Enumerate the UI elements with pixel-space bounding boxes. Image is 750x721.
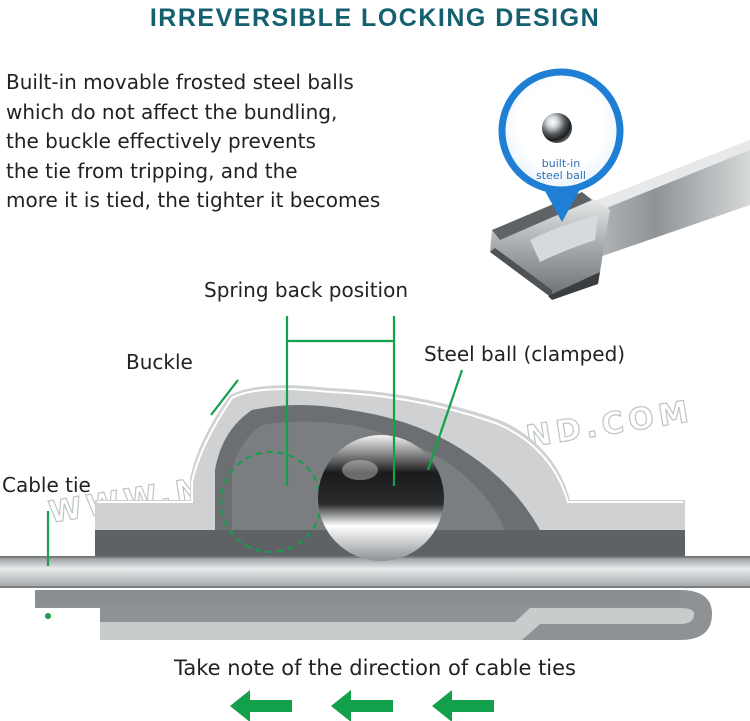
intro-line: the buckle effectively prevents [6,129,316,153]
guide-lines [46,316,464,566]
intro-line: which do not affect the bundling, [6,99,338,124]
tie-product-photo [490,140,750,300]
intro-line: the tie from tripping, and the [6,158,298,183]
cable-tie-cross-section [0,556,750,640]
intro-line: Built-in movable frosted steel balls [6,70,354,94]
cable-tie-label: Cable tie [2,473,91,497]
arrow-left-icon [331,690,393,721]
steel-ball-callout [498,68,624,222]
arrow-left-icon [230,690,292,721]
intro-line: more it is tied, the tighter it becomes [6,188,381,212]
page-title: IRREVERSIBLE LOCKING DESIGN [149,4,601,32]
direction-arrows [230,690,494,721]
buckle-label: Buckle [126,350,193,374]
buckle-cross-section [95,385,685,561]
cable-tie-marker-dot [45,613,51,619]
small-steel-ball-icon [542,113,572,143]
spring-back-label: Spring back position [204,278,409,302]
steel-ball-label: Steel ball (clamped) [424,342,626,366]
direction-note: Take note of the direction of cable ties [174,656,576,680]
arrow-left-icon [432,690,494,721]
intro-paragraph: Built-in movable frosted steel balls whi… [6,68,496,216]
clamped-steel-ball-icon [318,435,444,561]
